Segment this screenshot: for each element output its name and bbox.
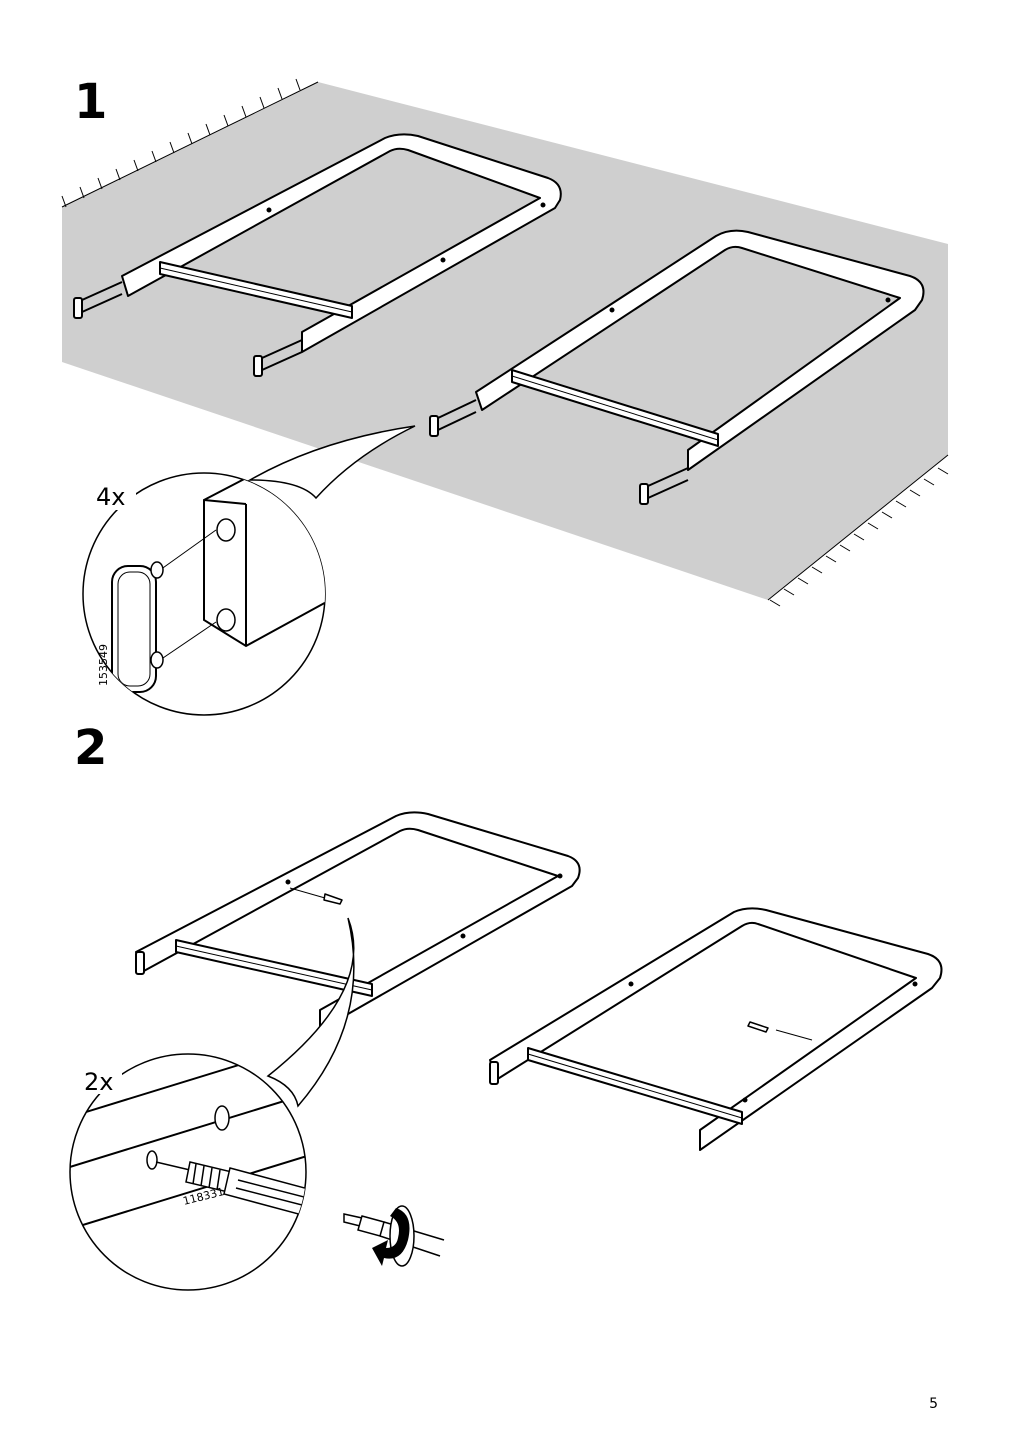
rug-fringe-top bbox=[61, 78, 319, 208]
part-number-1: 153549 bbox=[97, 644, 110, 686]
frame-left-2 bbox=[135, 811, 581, 1031]
quantity-label-2: 2x bbox=[84, 1068, 113, 1096]
rug bbox=[62, 82, 948, 600]
callout-pointer-2 bbox=[266, 917, 355, 1108]
page-number: 5 bbox=[929, 1396, 938, 1412]
cam-lock-bolt bbox=[155, 1161, 306, 1223]
rug-fringe-bottom bbox=[767, 454, 949, 607]
detail-content-2 bbox=[70, 1054, 306, 1233]
frame-right bbox=[429, 229, 925, 505]
step-1-illustration: 4x 153549 bbox=[61, 78, 949, 716]
rotate-clockwise-icon bbox=[372, 1208, 410, 1266]
step-2-number: 2 bbox=[74, 720, 108, 776]
quantity-label-1: 4x bbox=[96, 483, 125, 511]
callout-pointer-1 bbox=[247, 425, 416, 500]
step-1-number: 1 bbox=[74, 74, 108, 130]
frame-right-2 bbox=[489, 907, 943, 1151]
glider-part bbox=[111, 529, 217, 693]
step-2-illustration: 2x 118331 bbox=[69, 811, 943, 1291]
frame-left bbox=[73, 133, 562, 377]
